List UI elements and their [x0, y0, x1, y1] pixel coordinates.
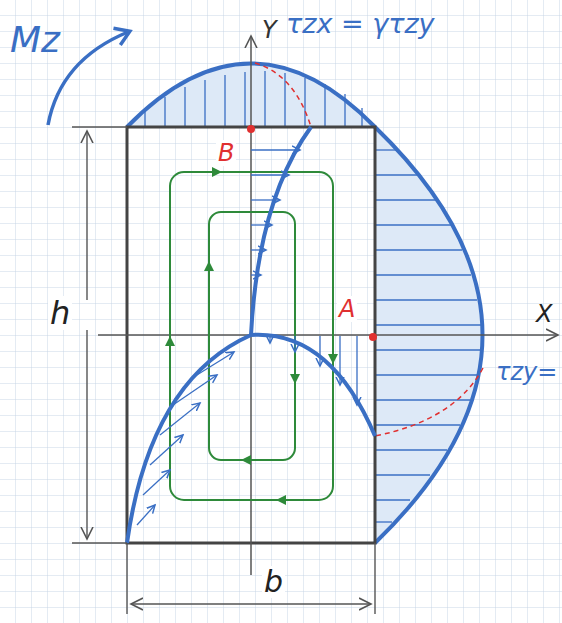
dimension-label: b	[262, 566, 285, 598]
dimension-label: h	[48, 296, 72, 330]
axis-label: Y	[262, 18, 277, 42]
axis-label: X	[536, 302, 552, 326]
stress-formula: τzx = γτzy	[286, 10, 435, 37]
stress-label: τzy=	[496, 360, 557, 384]
point-label: A	[337, 296, 357, 322]
torque-label: Mz	[10, 22, 60, 58]
point-label: B	[216, 140, 236, 166]
